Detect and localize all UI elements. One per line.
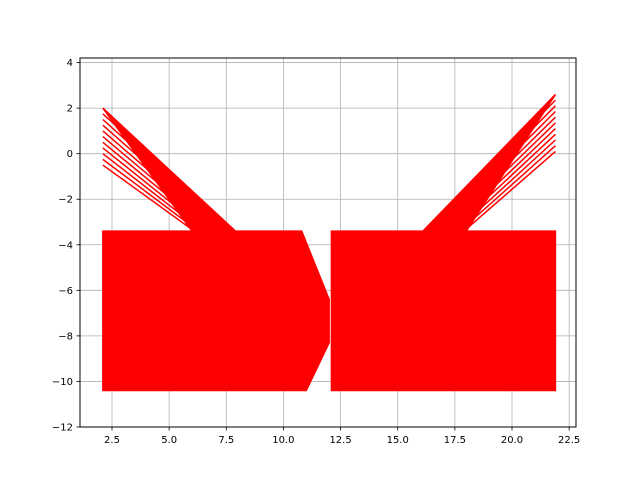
x-tick-label: 7.5 — [218, 435, 234, 446]
series-1-diagonal-line — [430, 105, 556, 232]
x-tick-label: 15.0 — [387, 435, 409, 446]
series-0-diagonal-line — [102, 113, 232, 232]
tick-marks — [76, 62, 570, 431]
series-1-fill — [330, 93, 557, 392]
series-0-diagonal-line — [102, 141, 212, 232]
series-1-diagonal-line — [438, 116, 556, 232]
x-tick-label: 5.0 — [161, 435, 177, 446]
series-0-diagonal-line — [102, 118, 228, 232]
series-0-diagonal-line — [102, 124, 224, 232]
series-0-diagonal-line — [102, 147, 208, 232]
x-tick-label: 22.5 — [558, 435, 580, 446]
x-tick-label: 20.0 — [501, 435, 523, 446]
series-0-diagonal-line — [102, 164, 195, 232]
x-tick-label: 10.0 — [272, 435, 294, 446]
y-tick-label: −12 — [52, 423, 73, 434]
plot-frame — [79, 57, 577, 428]
series-1-diagonal-line — [447, 128, 556, 232]
x-tick-labels: 2.5 5.0 7.5 10.0 12.5 15.0 17.5 20.0 22.5 — [104, 435, 580, 446]
series-1-diagonal-line — [426, 99, 556, 232]
series-0-diagonal-line — [102, 158, 199, 232]
series-1-diagonal-line — [459, 145, 556, 232]
y-tick-label: 4 — [67, 58, 73, 69]
series-0-fill — [102, 107, 330, 392]
series-1-diagonal-line — [451, 133, 556, 232]
y-tick-label: −6 — [58, 286, 73, 297]
series-1-diagonal-line — [434, 110, 556, 232]
y-tick-label: 2 — [67, 104, 73, 115]
series-1-diagonal-line — [455, 139, 556, 232]
y-tick-label: −2 — [58, 195, 73, 206]
series-1-diagonal-line — [442, 122, 556, 232]
x-tick-label: 2.5 — [104, 435, 120, 446]
y-tick-label: −10 — [52, 377, 73, 388]
y-tick-label: 0 — [67, 149, 73, 160]
x-tick-label: 12.5 — [329, 435, 351, 446]
series-0-diagonal-line — [102, 153, 203, 232]
series-1-diagonal-line — [463, 150, 556, 232]
data-series-layer — [102, 93, 557, 392]
y-tick-label: −8 — [58, 331, 73, 342]
series-0-diagonal-line — [102, 136, 216, 232]
y-tick-labels: −12 −10 −8 −6 −4 −2 0 2 4 — [52, 58, 73, 433]
x-tick-label: 17.5 — [444, 435, 466, 446]
series-0-diagonal-line — [102, 130, 220, 232]
y-tick-label: −4 — [58, 240, 73, 251]
